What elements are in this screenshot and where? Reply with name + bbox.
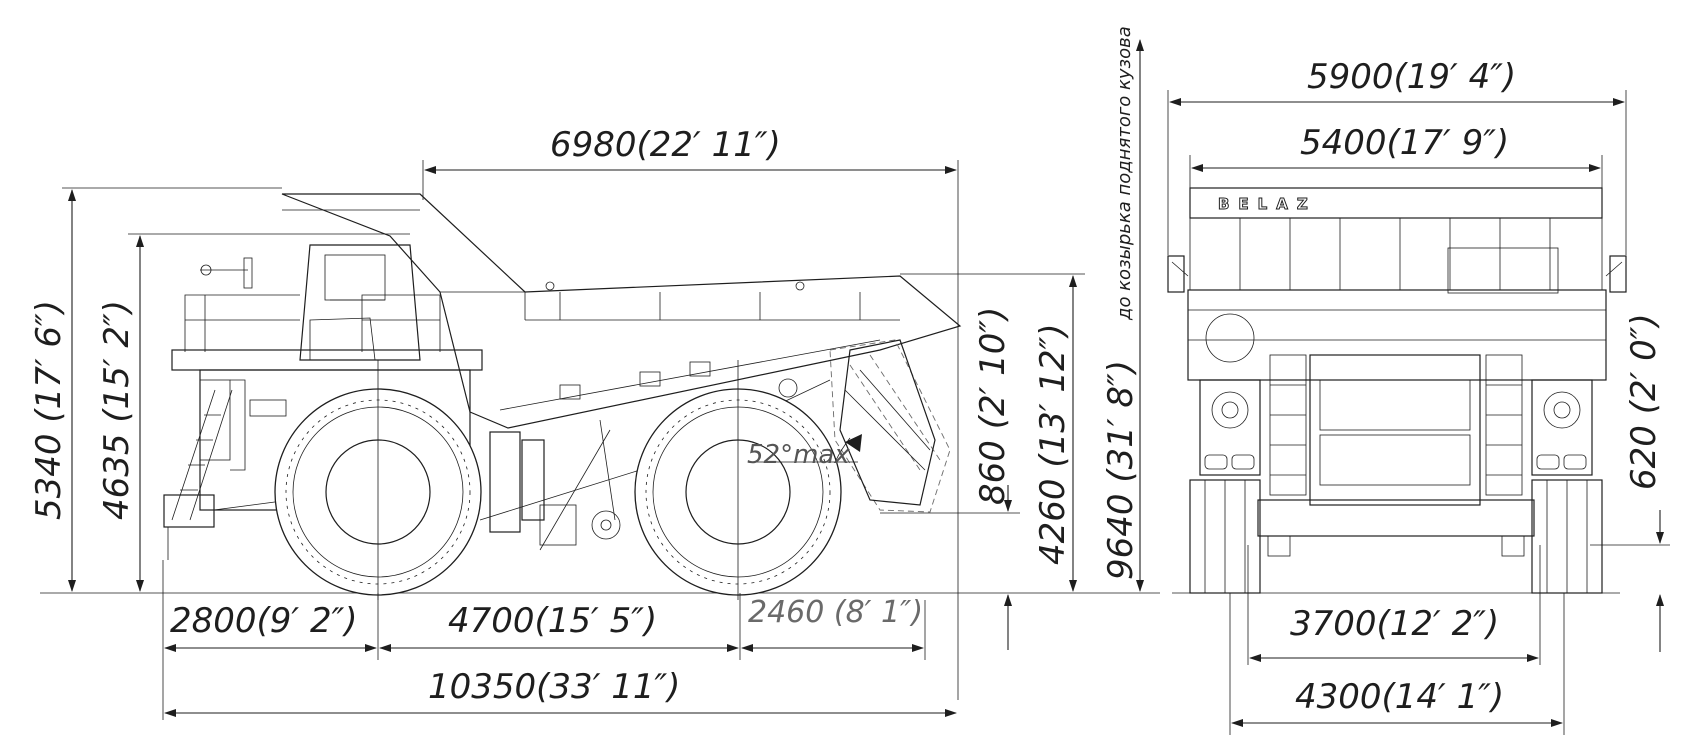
svg-text:2800(9′ 2″): 2800(9′ 2″) (170, 601, 358, 641)
dim-mirror-height: 620 (2′ 0″) (1590, 313, 1670, 652)
svg-text:860 (2′ 10″): 860 (2′ 10″) (973, 307, 1013, 505)
side-view: 52°max 6980(22′ 11″) 5340 (17′ 6″) 4635 … (29, 26, 1160, 720)
svg-text:3700(12′ 2″): 3700(12′ 2″) (1290, 604, 1499, 644)
svg-text:620 (2′ 0″): 620 (2′ 0″) (1624, 313, 1664, 490)
svg-text:4700(15′ 5″): 4700(15′ 5″) (448, 601, 657, 641)
svg-text:9640 (31′ 8″): 9640 (31′ 8″) (1101, 360, 1141, 580)
dim-dump-body-length: 6980(22′ 11″) (422, 125, 959, 700)
dim-bottom-row: 2800(9′ 2″) 4700(15′ 5″) 2460 (8′ 1″) 10… (162, 560, 957, 720)
front-view: BELAZ (1167, 57, 1670, 735)
svg-text:5900(19′ 4″): 5900(19′ 4″) (1307, 57, 1516, 97)
svg-text:4260 (13′ 12″): 4260 (13′ 12″) (1033, 323, 1073, 565)
dim-rear-track: 4300(14′ 1″) (1229, 593, 1565, 735)
dim-body-tail-height: 4260 (13′ 12″) (900, 273, 1085, 592)
dim-front-track: 3700(12′ 2″) (1247, 545, 1541, 665)
rear-wheel (634, 360, 842, 600)
tipping-angle: 52°max (747, 434, 862, 470)
svg-text:5400(17′ 9″): 5400(17′ 9″) (1300, 123, 1509, 163)
svg-text:6980(22′ 11″): 6980(22′ 11″) (550, 125, 781, 165)
svg-text:4300(14′ 1″): 4300(14′ 1″) (1295, 677, 1504, 717)
svg-text:10350(33′ 11″): 10350(33′ 11″) (428, 667, 680, 707)
raised-body-ghost (829, 339, 951, 513)
svg-text:4635 (15′ 2″): 4635 (15′ 2″) (97, 300, 137, 520)
front-wheel (274, 360, 482, 600)
svg-text:2460 (8′ 1″): 2460 (8′ 1″) (748, 595, 923, 630)
belaz-logo: BELAZ (1218, 195, 1317, 213)
dump-body (281, 193, 962, 429)
svg-text:5340 (17′ 6″): 5340 (17′ 6″) (29, 300, 69, 520)
raised-body-note: до козырька поднятого кузова (1114, 26, 1135, 321)
front-body-top (1189, 187, 1603, 219)
dim-cab-height: 4635 (15′ 2″) (97, 233, 410, 592)
cab-and-deck (163, 244, 831, 560)
dim-body-width: 5400(17′ 9″) (1189, 123, 1603, 188)
dim-raised-body-height: 9640 (31′ 8″) до козырька поднятого кузо… (1101, 26, 1144, 592)
dim-total-height: 5340 (17′ 6″) (29, 187, 282, 592)
dim-rear-overhang-height: 860 (2′ 10″) (880, 307, 1020, 650)
radiator-grille (1309, 354, 1481, 506)
dim-overall-width: 5900(19′ 4″) (1167, 57, 1627, 255)
tipping-angle-label: 52°max (747, 440, 850, 470)
